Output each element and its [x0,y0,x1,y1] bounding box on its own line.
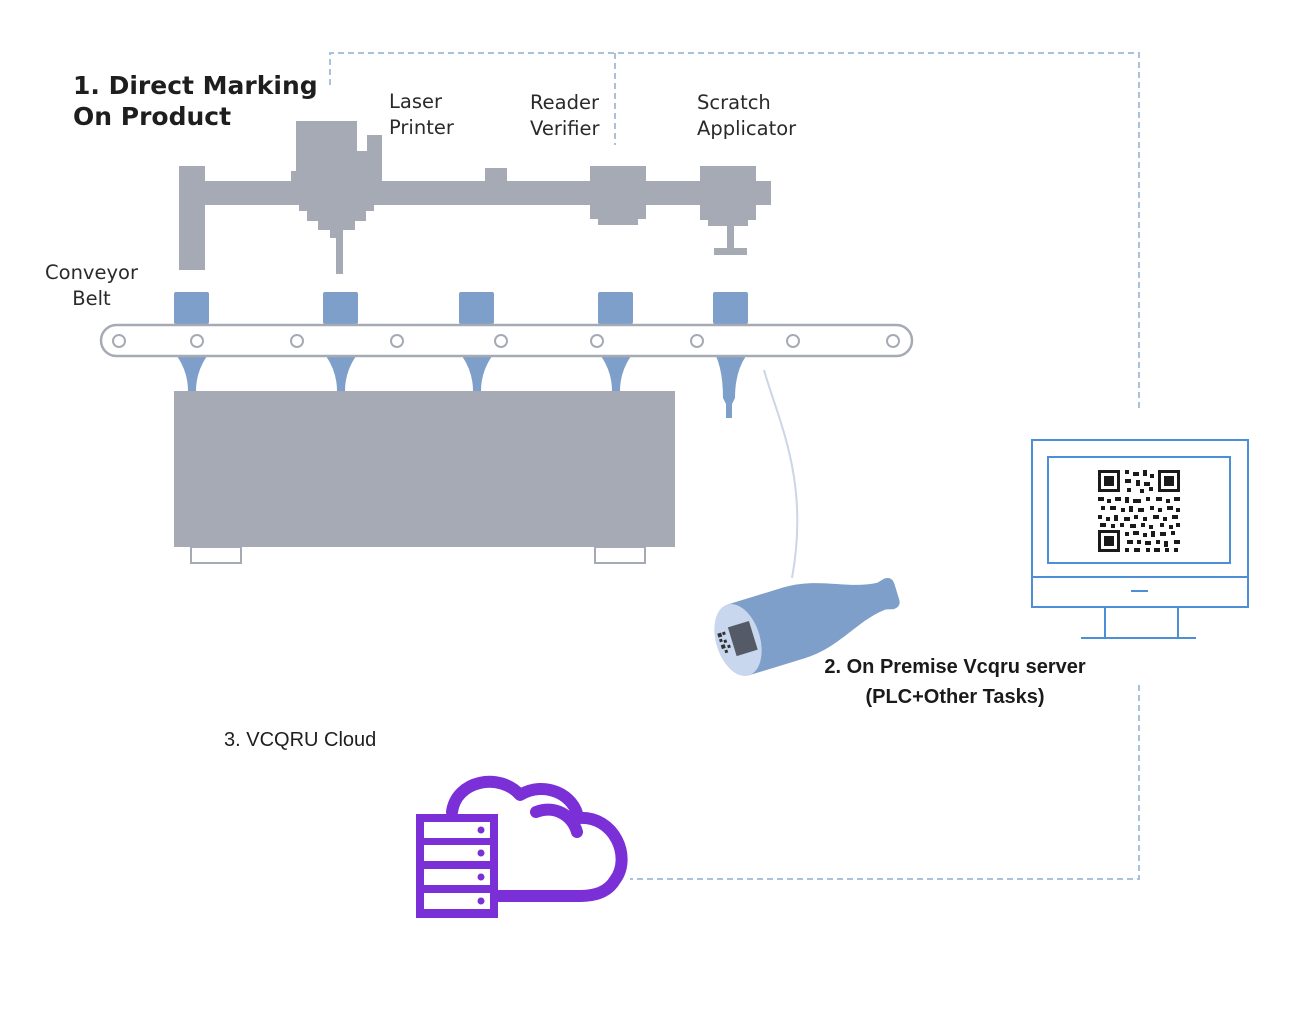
scratch-applicator-label: Scratch Applicator [697,91,797,140]
scan-cable [763,369,799,579]
qr-code-icon [1098,470,1180,552]
marking-machine [179,121,771,274]
scratch-applicator-unit [700,166,771,255]
server-stack [416,814,498,918]
product [598,292,633,324]
vcqru-cloud-label: 3. VCQRU Cloud [224,729,377,751]
machine-small-block [485,168,507,182]
bottle-icon [714,577,900,676]
product [459,292,494,324]
conveyor-belt [99,323,914,358]
monitor-icon [1031,439,1249,639]
products-on-belt [174,292,748,324]
belt-rollers [112,334,900,348]
tank-foot [594,546,646,564]
diagram-title: 1. Direct Marking On Product [73,71,318,131]
network-connections [329,52,1140,880]
connector-machine-to-server [329,52,1140,412]
product-necks [177,356,746,418]
on-premise-server-label: 2. On Premise Vcqru server (PLC+Other Ta… [824,656,1086,708]
filling-tank [174,391,675,564]
product [174,292,209,324]
product [323,292,358,324]
laser-printer-unit [291,121,382,274]
connector-server-to-cloud [630,685,1140,880]
cloud-server-icon [416,775,628,918]
conveyor-belt-label: Conveyor Belt [45,261,138,310]
tank-foot [190,546,242,564]
reader-verifier-label: Reader Verifier [530,91,600,140]
product [713,292,748,324]
reader-verifier-unit [590,166,646,225]
laser-printer-label: Laser Printer [389,90,454,139]
